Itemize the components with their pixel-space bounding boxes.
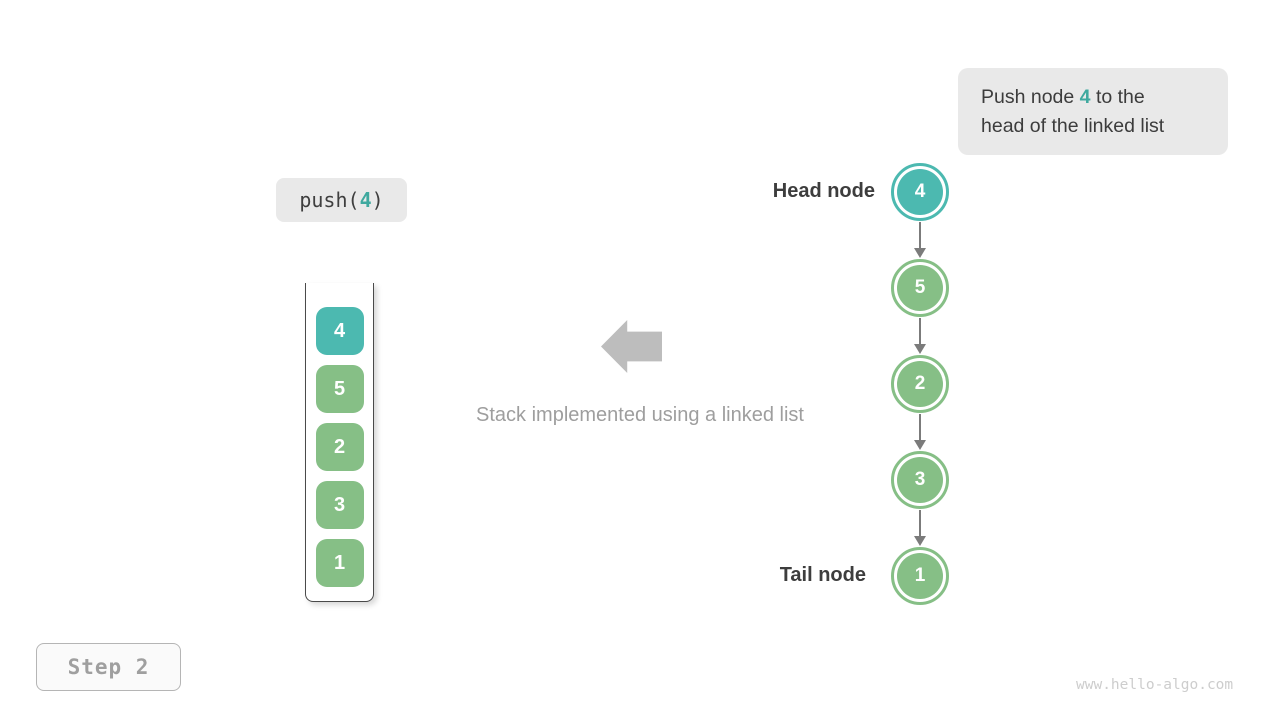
list-node-value: 3 — [897, 457, 943, 503]
tail-node-label: Tail node — [779, 564, 866, 586]
arrow-head — [914, 536, 926, 546]
linked-list: 4 5 2 3 1 — [891, 163, 949, 605]
head-node-label: Head node — [772, 180, 875, 202]
push-note-line2: head of the linked list — [981, 114, 1165, 137]
push-note-highlight-value: 4 — [1079, 85, 1091, 108]
list-node-1: 1 — [891, 547, 949, 605]
stack-node-3: 3 — [315, 481, 364, 529]
list-node-2: 2 — [891, 355, 949, 413]
push-note-text: to the — [1090, 85, 1145, 108]
arrow-head — [914, 248, 926, 258]
arrow-head — [914, 344, 926, 354]
list-node-4: 4 — [891, 163, 949, 221]
arrow-shaft — [918, 414, 922, 440]
push-note-text: Push node — [981, 85, 1080, 108]
operation-prefix: push( — [299, 188, 360, 212]
list-node-5: 5 — [891, 259, 949, 317]
next-pointer-arrow-icon — [914, 413, 926, 451]
push-note: Push node 4 to the head of the linked li… — [958, 68, 1228, 155]
watermark: www.hello-algo.com — [1076, 677, 1234, 693]
operation-arg: 4 — [359, 188, 372, 212]
step-badge: Step 2 — [36, 643, 181, 691]
list-node-value: 4 — [897, 169, 943, 215]
operation-suffix: ) — [371, 188, 384, 212]
arrow-shaft — [918, 318, 922, 344]
diagram-caption: Stack implemented using a linked list — [476, 404, 804, 426]
stack-container: 4 5 2 3 1 — [305, 283, 374, 602]
stack-node-1: 1 — [315, 539, 364, 587]
left-arrow-icon — [601, 320, 662, 373]
list-node-value: 1 — [897, 553, 943, 599]
arrow-head — [914, 440, 926, 450]
stack-node-4: 4 — [315, 307, 364, 355]
push-note-line1: Push node 4 to the — [981, 83, 1228, 112]
stack-node-5: 5 — [315, 365, 364, 413]
step-label: Step 2 — [67, 655, 150, 679]
arrow-shaft — [918, 222, 922, 248]
stack-node-2: 2 — [315, 423, 364, 471]
next-pointer-arrow-icon — [914, 221, 926, 259]
arrow-shaft — [918, 510, 922, 536]
list-node-3: 3 — [891, 451, 949, 509]
next-pointer-arrow-icon — [914, 317, 926, 355]
list-node-value: 5 — [897, 265, 943, 311]
list-node-value: 2 — [897, 361, 943, 407]
push-operation-box: push(4) — [276, 178, 407, 222]
next-pointer-arrow-icon — [914, 509, 926, 547]
